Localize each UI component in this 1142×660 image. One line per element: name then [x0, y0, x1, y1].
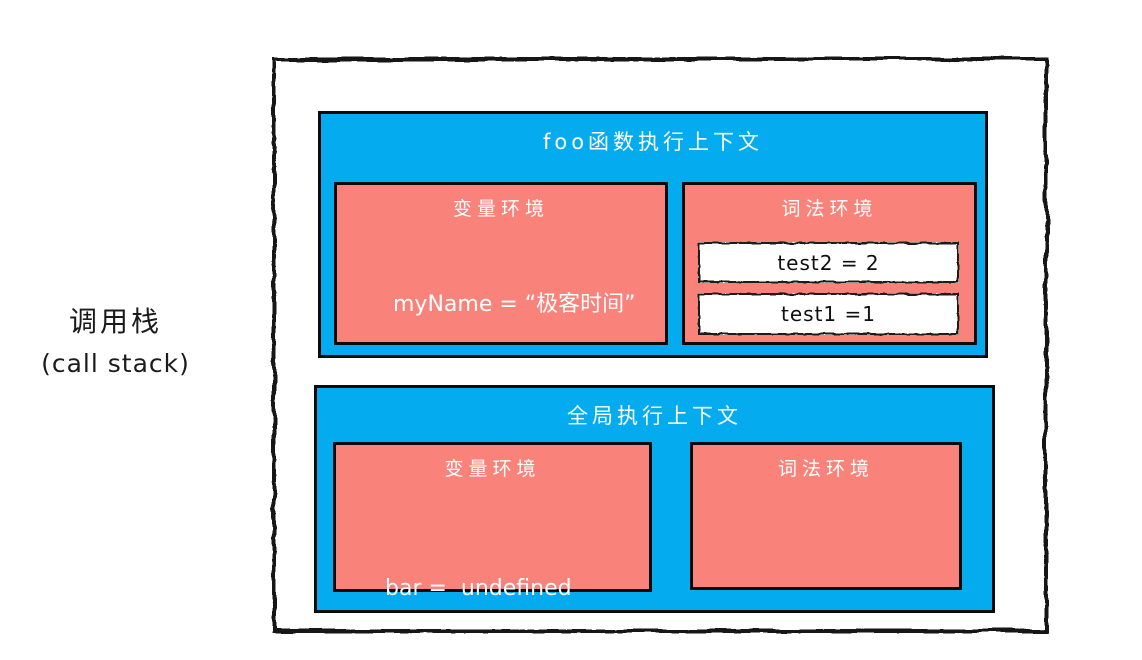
variable-env-title: 变量环境 — [444, 458, 541, 480]
global-execution-context: 全局执行上下文 变量环境 bar = undefined outer = NUL… — [314, 385, 995, 613]
env-variable-line: bar = undefined — [385, 576, 572, 601]
lexical-entry-text: test2 = 2 — [777, 250, 880, 275]
global-lexical-environment: 词法环境 — [690, 442, 962, 590]
env-variable-line: myName = “极客时间” — [393, 292, 636, 317]
call-stack-label-zh: 调用栈 — [68, 305, 162, 338]
call-stack-label: 调用栈 (call stack) — [18, 300, 213, 378]
lexical-env-title: 词法环境 — [777, 458, 874, 480]
foo-context-title: foo函数执行上下文 — [542, 130, 764, 154]
call-stack-frame — [272, 57, 1048, 633]
lexical-entry: test2 = 2 — [698, 242, 959, 283]
lexical-env-title: 词法环境 — [781, 198, 878, 220]
global-context-title: 全局执行上下文 — [567, 404, 742, 428]
lexical-entry: test1 =1 — [698, 293, 959, 335]
variable-env-title: 变量环境 — [452, 198, 549, 220]
foo-variable-environment: 变量环境 myName = “极客时间” innerBar = function… — [334, 182, 676, 503]
call-stack-label-en: (call stack) — [41, 349, 190, 378]
foo-lexical-environment: 词法环境 test2 = 2 test1 =1 — [682, 182, 977, 345]
call-stack-frame-border — [272, 57, 1048, 633]
lexical-entry-border — [698, 293, 959, 335]
lexical-entry-text: test1 =1 — [781, 302, 876, 326]
lexical-entry-border — [698, 242, 959, 283]
global-variable-environment: 变量环境 bar = undefined outer = NULL — [333, 442, 652, 601]
variable-env-lines: bar = undefined outer = NULL — [336, 509, 649, 660]
foo-execution-context: foo函数执行上下文 变量环境 myName = “极客时间” innerBar… — [318, 111, 988, 503]
